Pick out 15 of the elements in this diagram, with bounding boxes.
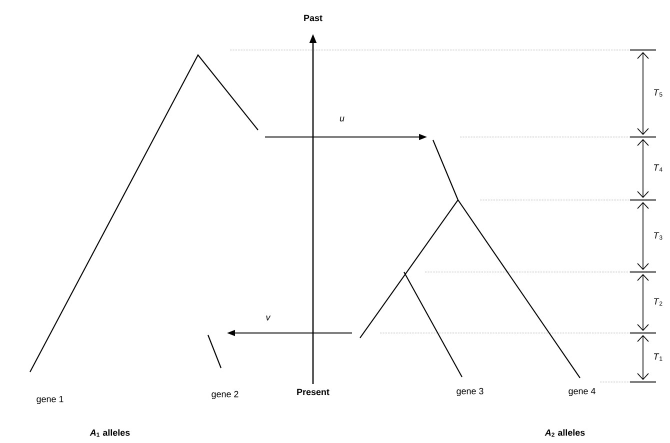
interval-label: T$_{1}$ [654,353,662,361]
interval-label: T$_{4}$ [654,164,662,172]
gene-label: gene 3 [456,388,484,396]
axis-label: Past [304,14,322,22]
gene-label: gene 2 [212,390,238,400]
gene-label: gene 1 [36,396,64,404]
group-label: A$_{1}$ alleles [90,429,130,437]
group-label: A$_{2}$ alleles [544,429,585,437]
interval-label: T$_{3}$ [654,232,662,240]
rate-label: u [340,116,344,122]
axis-label: Present [297,388,330,396]
interval-label: T$_{5}$ [654,89,662,97]
interval-label: T$_{2}$ [654,298,662,306]
gene-label: gene 4 [568,388,596,396]
rate-label: v [266,316,271,320]
